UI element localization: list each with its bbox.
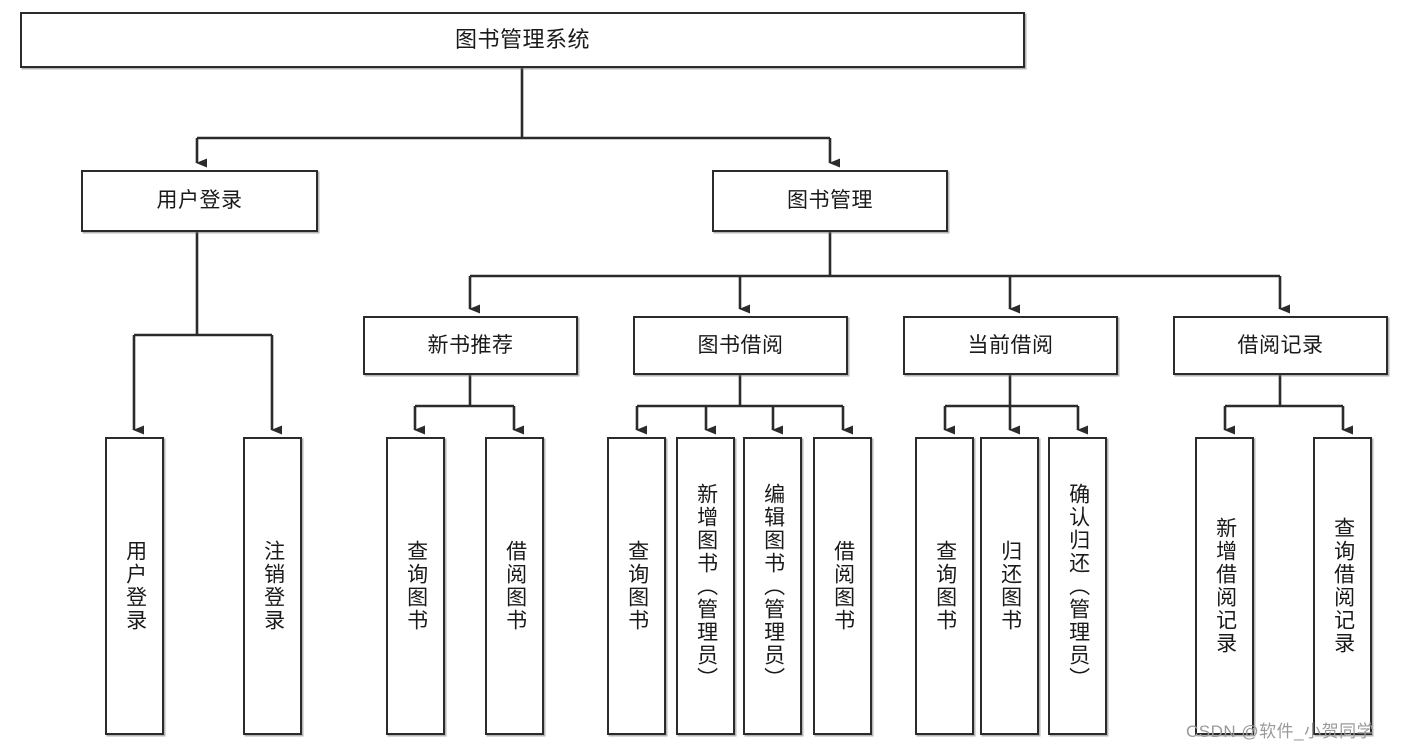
node-current-borrow[interactable]: 当前借阅: [903, 316, 1118, 375]
node-leaf-borrow-book-2[interactable]: 借阅图书: [813, 437, 872, 735]
node-leaf-user-login[interactable]: 用户登录: [105, 437, 164, 735]
node-leaf-confirm-return[interactable]: 确认归还（管理员）: [1048, 437, 1107, 735]
node-leaf-add-record-label: 新增借阅记录: [1213, 517, 1237, 655]
node-borrow-record-label: 借阅记录: [1237, 333, 1324, 357]
node-book-borrow[interactable]: 图书借阅: [633, 316, 848, 375]
node-book-manage[interactable]: 图书管理: [712, 170, 948, 232]
node-leaf-confirm-return-label: 确认归还（管理员）: [1066, 482, 1090, 690]
node-leaf-query-record[interactable]: 查询借阅记录: [1313, 437, 1372, 735]
node-leaf-return-book[interactable]: 归还图书: [980, 437, 1039, 735]
node-leaf-query-book-3[interactable]: 查询图书: [915, 437, 974, 735]
node-root[interactable]: 图书管理系统: [20, 12, 1025, 68]
node-leaf-query-book-1-label: 查询图书: [404, 540, 428, 632]
node-leaf-logout[interactable]: 注销登录: [243, 437, 302, 735]
node-leaf-query-book-2-label: 查询图书: [625, 540, 649, 632]
node-leaf-add-book-label: 新增图书（管理员）: [694, 482, 718, 690]
node-book-borrow-label: 图书借阅: [697, 333, 784, 357]
node-new-book-recommendation-label: 新书推荐: [427, 333, 514, 357]
node-leaf-return-book-label: 归还图书: [998, 540, 1022, 632]
csdn-watermark: CSDN @软件_小贺同学: [1186, 722, 1375, 741]
node-leaf-query-book-2[interactable]: 查询图书: [607, 437, 666, 735]
node-borrow-record[interactable]: 借阅记录: [1173, 316, 1388, 375]
node-leaf-add-book[interactable]: 新增图书（管理员）: [676, 437, 735, 735]
node-leaf-add-record[interactable]: 新增借阅记录: [1195, 437, 1254, 735]
node-leaf-borrow-book-1[interactable]: 借阅图书: [485, 437, 544, 735]
node-leaf-query-book-3-label: 查询图书: [933, 540, 957, 632]
node-new-book-recommendation[interactable]: 新书推荐: [363, 316, 578, 375]
node-leaf-borrow-book-1-label: 借阅图书: [503, 540, 527, 632]
node-leaf-logout-label: 注销登录: [261, 540, 285, 632]
node-user-login-label: 用户登录: [156, 189, 243, 213]
node-current-borrow-label: 当前借阅: [967, 333, 1054, 357]
node-leaf-borrow-book-2-label: 借阅图书: [831, 540, 855, 632]
node-leaf-query-book-1[interactable]: 查询图书: [386, 437, 445, 735]
node-user-login[interactable]: 用户登录: [81, 170, 318, 232]
node-root-label: 图书管理系统: [454, 26, 590, 52]
node-leaf-query-record-label: 查询借阅记录: [1331, 517, 1355, 655]
node-book-manage-label: 图书管理: [787, 189, 873, 213]
node-leaf-user-login-label: 用户登录: [123, 540, 147, 632]
node-leaf-edit-book-label: 编辑图书（管理员）: [761, 482, 785, 690]
node-leaf-edit-book[interactable]: 编辑图书（管理员）: [743, 437, 802, 735]
